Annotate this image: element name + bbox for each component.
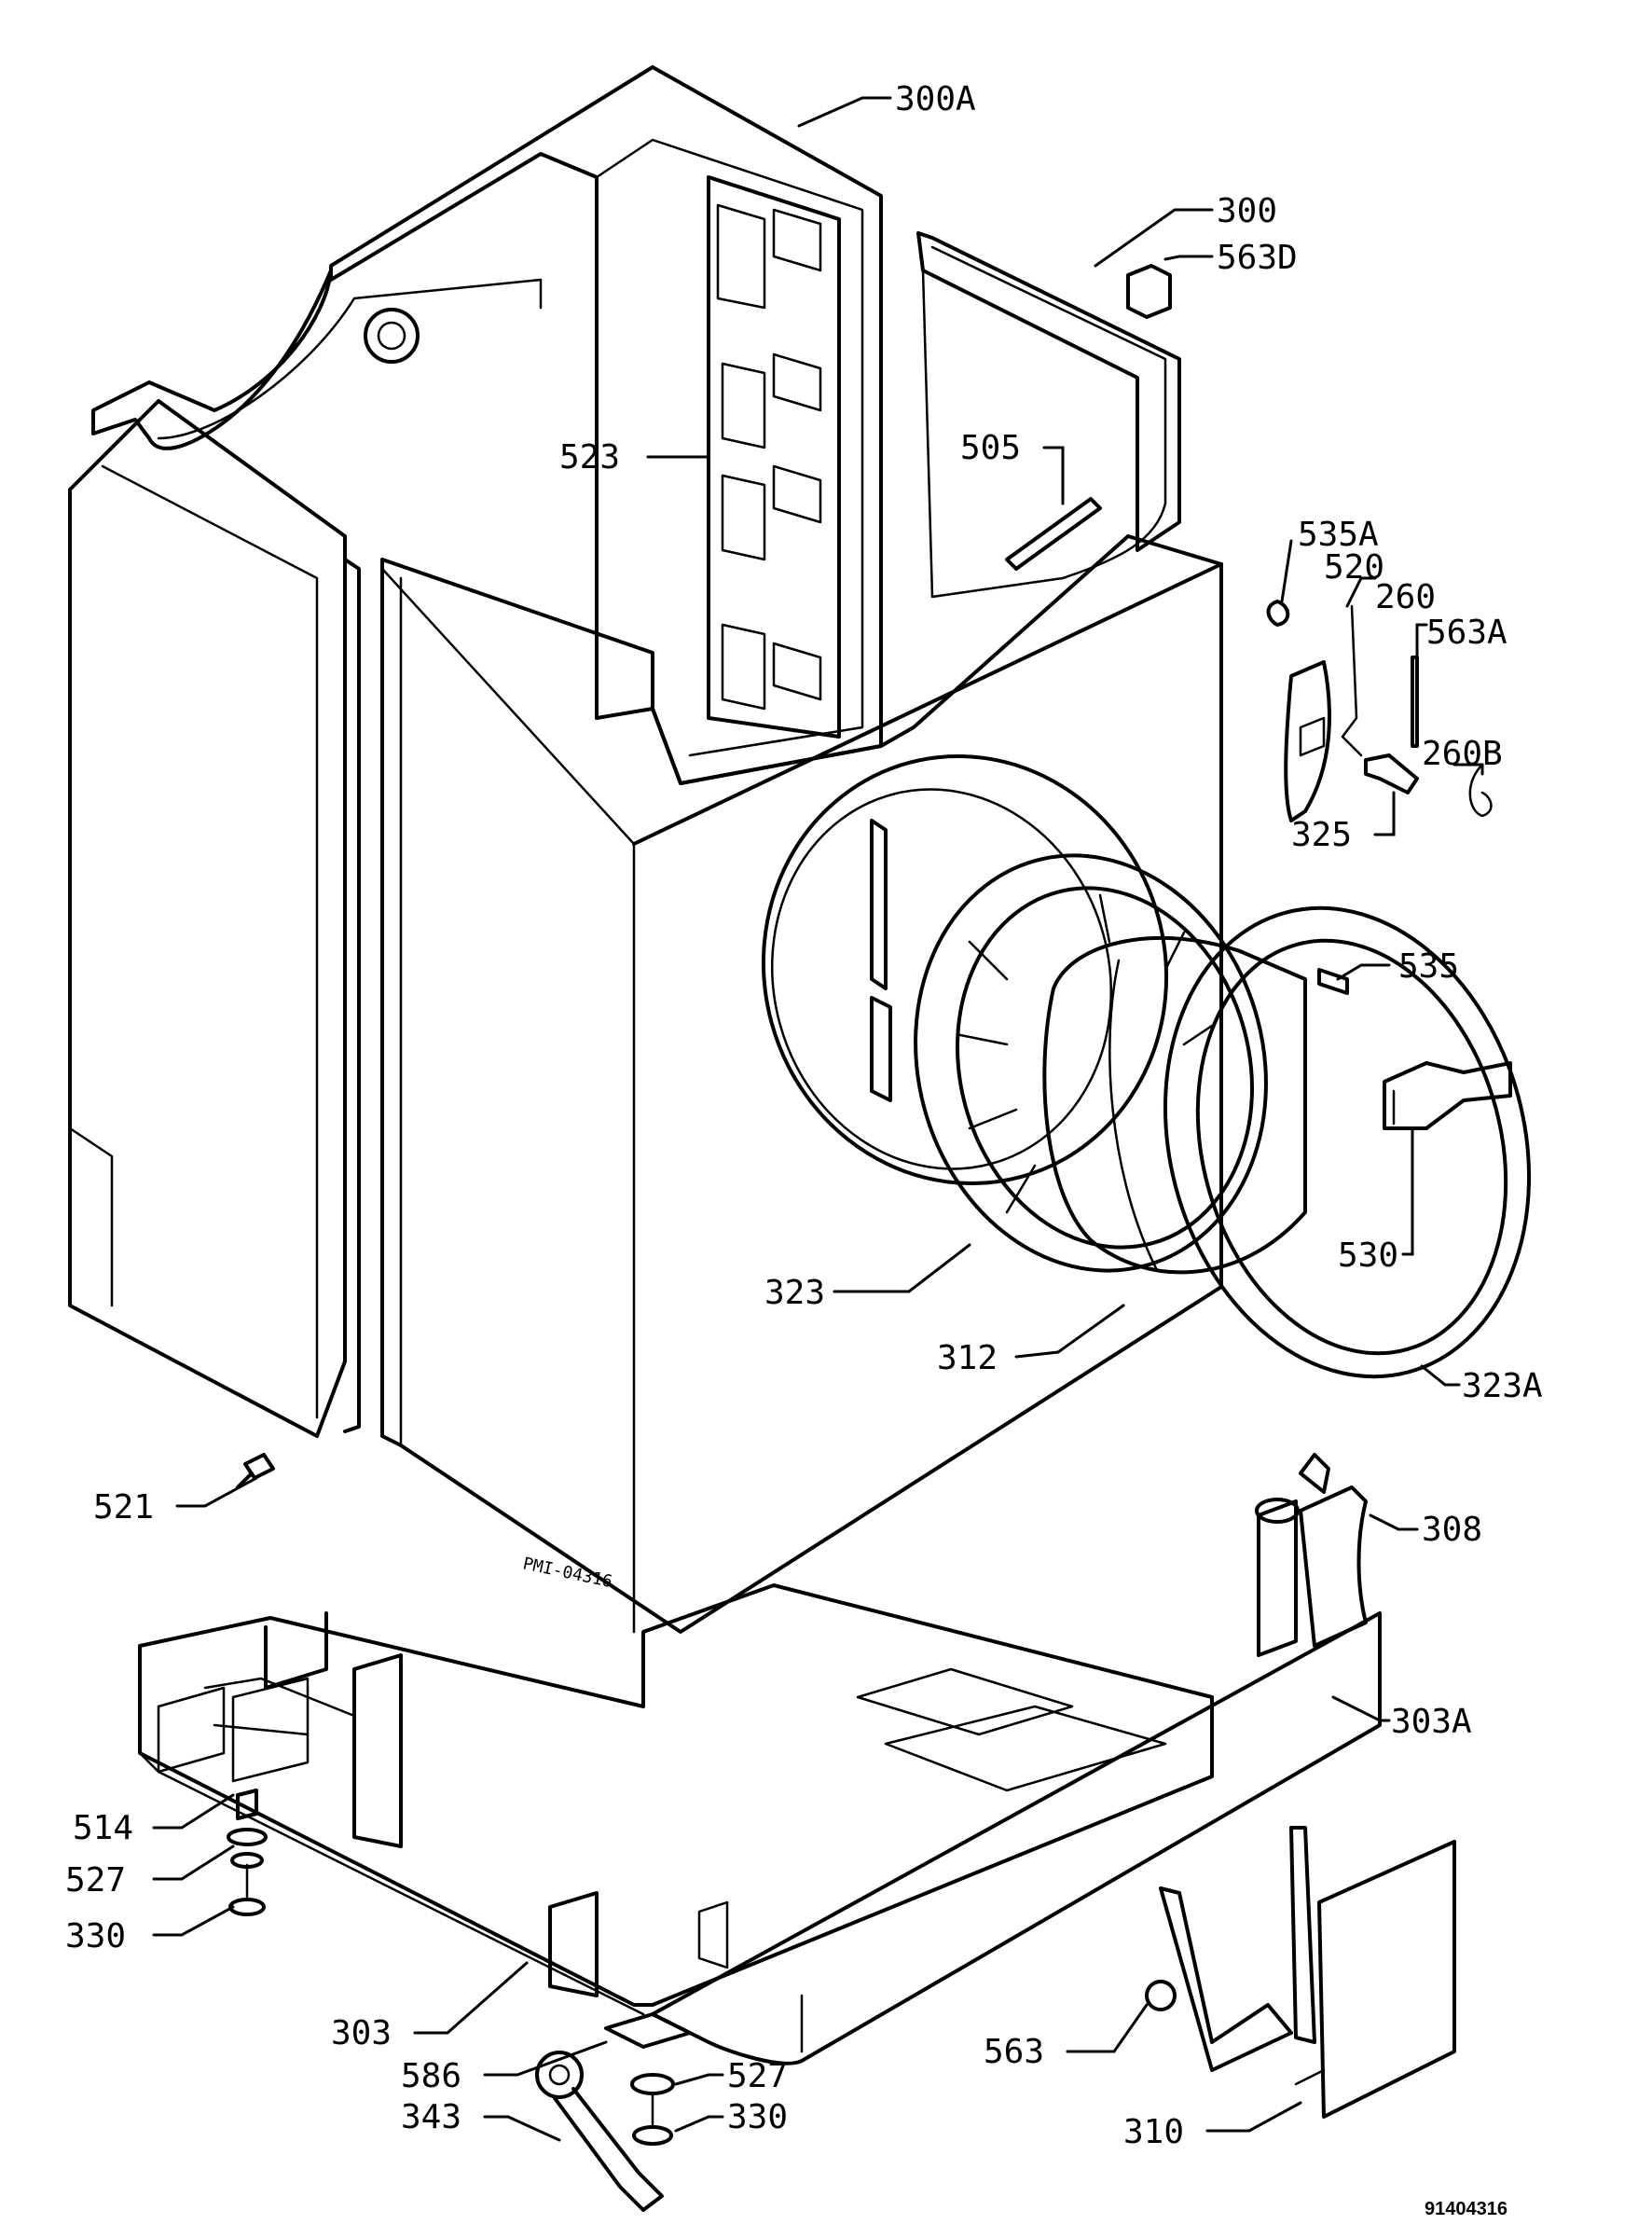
label-523: 523: [559, 438, 620, 477]
label-521: 521: [93, 1488, 154, 1527]
label-514: 514: [73, 1809, 133, 1847]
outer-door-323A: [1163, 905, 1532, 1379]
label-260B: 260B: [1422, 735, 1503, 773]
label-586: 586: [401, 2057, 461, 2095]
label-300A: 300A: [895, 80, 976, 118]
drawing-reference-number: 91404316: [1425, 2199, 1507, 2219]
label-343: 343: [401, 2098, 461, 2136]
leader-lines: [152, 96, 1484, 2142]
base-frame: [138, 1583, 1382, 2146]
label-530: 530: [1338, 1236, 1398, 1275]
cabinet-frame: [68, 65, 1223, 1634]
label-312: 312: [937, 1339, 998, 1377]
label-520: 520: [1324, 548, 1384, 587]
label-323: 323: [764, 1274, 825, 1312]
door-opening: [761, 753, 1169, 1186]
label-300: 300: [1217, 192, 1277, 230]
service-flap: [1145, 1826, 1456, 2119]
label-325: 325: [1291, 816, 1352, 854]
label-505: 505: [960, 429, 1021, 467]
hinge-308: [1255, 1453, 1368, 1657]
screw-521: [236, 1453, 275, 1489]
label-563A: 563A: [1426, 614, 1507, 652]
door-lock-assembly: [1266, 600, 1493, 822]
label-527-bottom: 527: [727, 2057, 788, 2095]
label-563D: 563D: [1217, 239, 1298, 277]
label-527: 527: [65, 1861, 126, 1900]
label-330-bottom: 330: [727, 2098, 788, 2136]
rear-bracket-523: [707, 175, 841, 739]
label-260: 260: [1375, 578, 1436, 616]
label-330: 330: [65, 1917, 126, 1955]
label-563: 563: [984, 2033, 1044, 2071]
label-535A: 535A: [1298, 516, 1379, 554]
label-310: 310: [1123, 2113, 1184, 2151]
label-303: 303: [331, 2014, 392, 2052]
label-535: 535: [1398, 947, 1459, 986]
stamp-text: PMI-04316: [521, 1554, 614, 1592]
door-ring-323: [914, 853, 1307, 1275]
label-308: 308: [1422, 1511, 1482, 1549]
wrench-343: [535, 2051, 664, 2212]
label-303A: 303A: [1391, 1703, 1472, 1741]
label-323A: 323A: [1462, 1367, 1543, 1405]
